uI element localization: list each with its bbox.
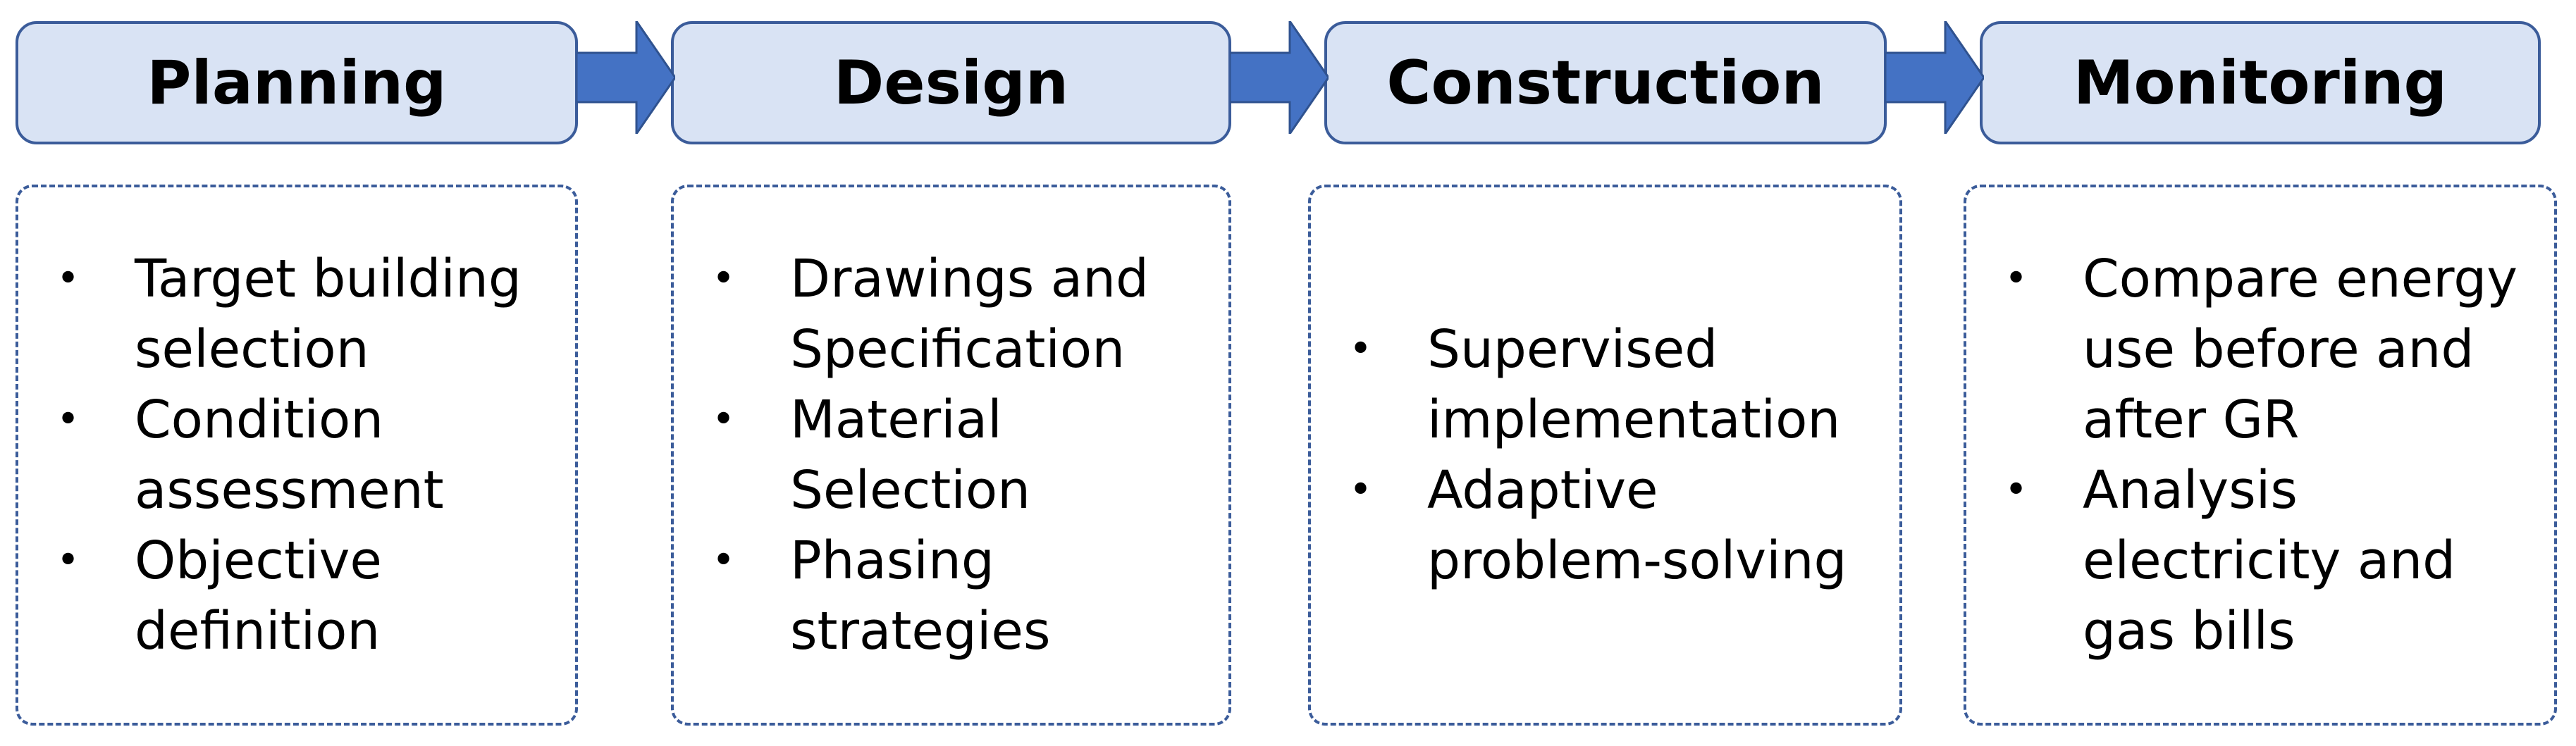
list-item: •Phasing strategies — [674, 526, 1228, 666]
bullet-icon: • — [56, 537, 80, 583]
bullet-list-monitoring: •Compare energy use before and after GR … — [1966, 244, 2554, 666]
stage-title-construction: Construction — [1386, 47, 1825, 118]
detail-box-planning: •Target building selection •Condition as… — [16, 185, 578, 726]
detail-box-monitoring: •Compare energy use before and after GR … — [1964, 185, 2557, 726]
bullet-icon: • — [712, 397, 736, 442]
stage-header-construction: Construction — [1324, 21, 1887, 144]
stage-title-monitoring: Monitoring — [2073, 47, 2448, 118]
bullet-icon: • — [712, 537, 736, 583]
bullet-icon: • — [56, 397, 80, 442]
stage-title-planning: Planning — [147, 47, 447, 118]
arrow-right-icon — [577, 21, 675, 134]
detail-box-construction: •Supervised implementation •Adaptive pro… — [1308, 185, 1902, 726]
list-item: •Target building selection — [18, 244, 575, 385]
stage-header-design: Design — [671, 21, 1231, 144]
bullet-list-construction: •Supervised implementation •Adaptive pro… — [1311, 314, 1899, 596]
bullet-icon: • — [2004, 256, 2028, 301]
list-item: •Adaptive problem-solving — [1311, 455, 1899, 596]
list-item: •Drawings and Specification — [674, 244, 1228, 385]
bullet-icon: • — [2004, 467, 2028, 513]
list-item: •Compare energy use before and after GR — [1966, 244, 2554, 455]
stage-header-planning: Planning — [16, 21, 578, 144]
arrow-right-icon — [1230, 21, 1329, 134]
bullet-icon: • — [1349, 326, 1373, 372]
bullet-icon: • — [1349, 467, 1373, 513]
bullet-icon: • — [712, 256, 736, 301]
list-item: •Objective definition — [18, 526, 575, 666]
list-item: •Condition assessment — [18, 385, 575, 526]
list-item: •Supervised implementation — [1311, 314, 1899, 455]
bullet-icon: • — [56, 256, 80, 301]
detail-box-design: •Drawings and Specification •Material Se… — [671, 185, 1231, 726]
bullet-list-design: •Drawings and Specification •Material Se… — [674, 244, 1228, 666]
list-item: •Analysis electricity and gas bills — [1966, 455, 2554, 666]
stage-header-monitoring: Monitoring — [1980, 21, 2541, 144]
arrow-right-icon — [1885, 21, 1984, 134]
list-item: •Material Selection — [674, 385, 1228, 526]
stage-title-design: Design — [833, 47, 1069, 118]
bullet-list-planning: •Target building selection •Condition as… — [18, 244, 575, 666]
